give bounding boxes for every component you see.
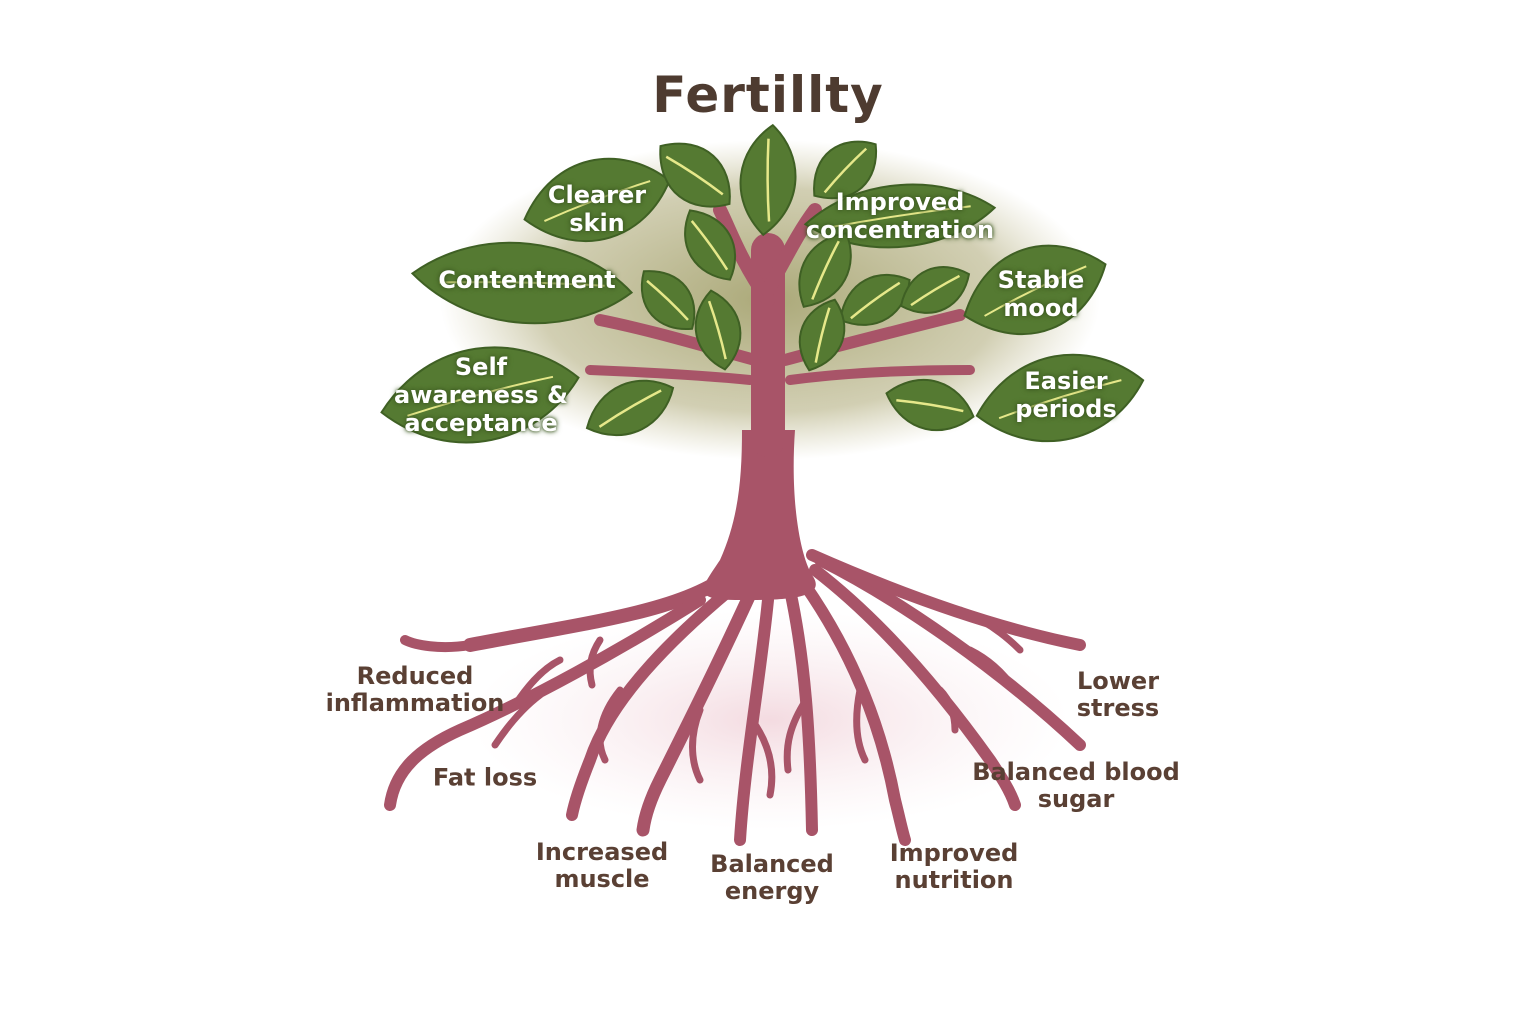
leaf-label-clearer-skin: Clearer skin <box>547 181 647 237</box>
root-icon <box>636 583 759 837</box>
root-label-balanced-energy: Balanced energy <box>710 850 834 905</box>
root-label-lower-stress: Lower stress <box>1076 667 1160 722</box>
leaf-vein <box>998 379 1122 420</box>
leaf-icon <box>899 266 971 314</box>
leaf-label-stable-mood: Stable mood <box>997 266 1085 322</box>
leaf-vein <box>823 147 868 194</box>
leaf-icon <box>975 353 1145 443</box>
leaf-vein <box>811 240 840 300</box>
root-icon <box>799 579 911 846</box>
root-icon <box>586 636 604 689</box>
leaf-icon <box>585 379 675 437</box>
root-icon <box>809 564 1021 811</box>
leaf-vein <box>690 220 729 271</box>
root-icon <box>956 606 1024 654</box>
root-label-balanced-blood-sugar: Balanced blood sugar <box>972 758 1180 813</box>
leaf-vein <box>598 389 662 428</box>
root-icon <box>596 686 624 764</box>
leaf-vein <box>544 180 651 222</box>
leaf-icon <box>803 183 997 249</box>
leaf-icon <box>640 270 696 330</box>
leaf-vein <box>896 399 964 413</box>
root-label-fat-loss: Fat loss <box>432 763 538 792</box>
leaf-vein <box>439 281 605 287</box>
leaf-vein <box>850 281 901 320</box>
root-icon <box>689 706 704 784</box>
root-icon <box>511 656 564 709</box>
root-icon <box>806 549 1086 651</box>
leaf-vein <box>407 375 554 417</box>
leaf-icon <box>410 241 634 325</box>
root-label-increased-muscle: Increased muscle <box>535 838 669 893</box>
leaf-icon <box>523 157 671 243</box>
leaf-label-self-awareness: Self awareness & acceptance <box>394 353 568 437</box>
branches <box>585 203 975 457</box>
root-icon <box>491 691 544 749</box>
root-icon <box>936 686 959 734</box>
leaf-label-contentment: Contentment <box>438 266 616 294</box>
leaf-label-easier-periods: Easier periods <box>1015 367 1117 423</box>
leaf-icon <box>839 273 911 326</box>
leaf-vein <box>910 274 961 307</box>
root-icon <box>783 696 810 774</box>
leaf-vein <box>984 265 1087 317</box>
trunk <box>703 430 816 600</box>
root-label-improved-nutrition: Improved nutrition <box>889 839 1019 894</box>
root-icon <box>566 584 736 821</box>
leaf-icon <box>694 289 742 371</box>
root-system <box>384 549 1086 846</box>
root-icon <box>853 686 869 764</box>
root-icon <box>748 716 776 799</box>
leaf-vein <box>707 300 727 360</box>
leaf-vein <box>814 307 831 363</box>
leaf-vein <box>829 205 971 229</box>
root-icon <box>384 594 706 811</box>
leaf-label-improved-concentration: Improved concentration <box>805 188 995 244</box>
leaf-vein <box>646 279 689 321</box>
leaf-vein <box>665 155 724 196</box>
leaf-icon <box>963 244 1107 336</box>
leaf-icon <box>380 346 580 444</box>
leaf-icon <box>684 209 737 281</box>
root-label-reduced-inflammation: Reduced inflammation <box>325 662 505 717</box>
page-title: Fertillty <box>652 66 884 124</box>
leaf-icon <box>659 142 731 208</box>
leaf-icon <box>813 140 878 200</box>
leaf-icon <box>885 378 975 432</box>
leaf-icon <box>798 232 852 308</box>
root-icon <box>966 646 1019 694</box>
leaf-icon <box>739 123 797 237</box>
leaf-icon <box>798 298 846 372</box>
leaf-vein <box>766 138 771 222</box>
root-icon <box>400 635 475 653</box>
